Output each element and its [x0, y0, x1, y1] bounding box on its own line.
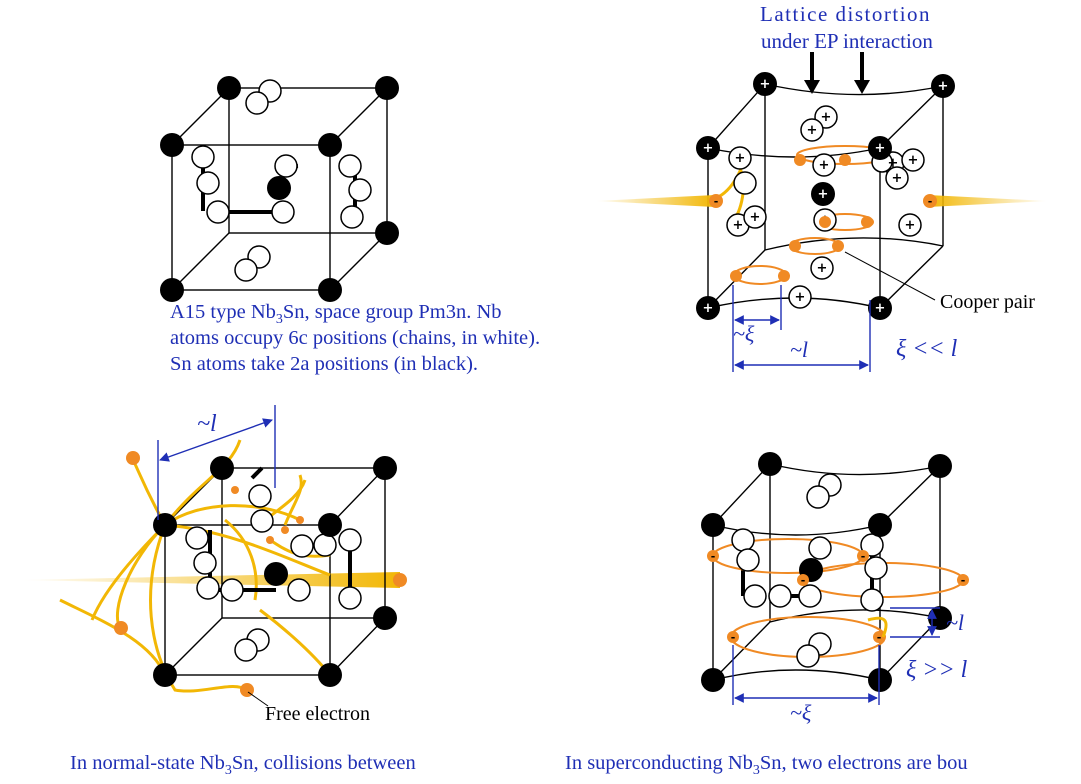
panel-a-caption-line2: atoms occupy 6c positions (chains, in wh…	[170, 327, 541, 349]
panel-a-a15-structure	[160, 76, 399, 302]
panel-b-xi-label: ~ξ	[733, 321, 755, 346]
distortion-arrows	[804, 52, 870, 94]
panel-d-superconducting: - - - - - -	[701, 452, 969, 705]
panel-d-relation-label: ξ >> l	[906, 657, 968, 683]
svg-text:-: -	[961, 574, 966, 587]
svg-text:-: -	[928, 195, 933, 208]
dimension-lines	[732, 285, 871, 372]
svg-text:+: +	[750, 210, 761, 225]
svg-text:+: +	[875, 141, 886, 156]
svg-text:+: +	[905, 218, 916, 233]
panel-a-caption-line1: A15 type Nb3Sn, space group Pm3n. Nb	[170, 299, 502, 333]
nb-atoms-white	[185, 484, 362, 662]
sn-atoms-black	[160, 76, 399, 302]
svg-text:+: +	[888, 156, 899, 171]
subscript: 3	[752, 763, 760, 779]
svg-text:+: +	[735, 151, 746, 166]
nb-atoms-white	[731, 473, 888, 668]
panel-c-caption: In normal-state Nb3Sn, collisions betwee…	[70, 750, 416, 784]
svg-text:+: +	[733, 218, 744, 233]
lattice-distortion-title-line1: Lattice distortion	[760, 2, 932, 26]
svg-text:+: +	[795, 290, 806, 305]
nb-atoms-white	[191, 79, 372, 282]
caption-prefix: In normal-state Nb	[70, 752, 225, 774]
caption-suffix: Sn, two electrons are bou	[759, 752, 968, 774]
panel-b-relation-label: ξ << l	[896, 336, 958, 362]
electron-minus-signs: - - - - - -	[711, 550, 966, 644]
panel-b-l-label: ~l	[790, 337, 809, 362]
panel-c-l-label: ~l	[197, 411, 217, 437]
panel-d-l-label: ~l	[946, 610, 965, 635]
sn-ions-black	[696, 72, 955, 320]
svg-text:-: -	[877, 631, 882, 644]
svg-text:+: +	[703, 301, 714, 316]
cooper-pair-pointer	[844, 251, 936, 301]
svg-text:+: +	[938, 79, 949, 94]
svg-text:+: +	[821, 110, 832, 125]
svg-text:+: +	[908, 153, 919, 168]
svg-text:+: +	[892, 171, 903, 186]
free-electrons	[114, 451, 407, 697]
paired-electrons	[707, 550, 969, 643]
unit-cell-frame	[171, 87, 388, 291]
electron-minus-signs: - -	[714, 195, 933, 208]
svg-text:-: -	[731, 631, 736, 644]
panel-d-caption: In superconducting Nb3Sn, two electrons …	[565, 750, 968, 784]
nb-ions-white	[726, 105, 925, 309]
gold-trail	[867, 616, 888, 638]
dimension-lines	[732, 607, 940, 705]
caption-suffix: Sn, collisions between	[231, 752, 416, 774]
mean-free-path-arrow	[157, 405, 276, 520]
free-electron-label: Free electron	[265, 703, 370, 725]
svg-text:+: +	[817, 261, 828, 276]
svg-text:-: -	[801, 574, 806, 587]
svg-text:+: +	[875, 301, 886, 316]
caption-prefix: In superconducting Nb	[565, 752, 753, 774]
caption-prefix: A15 type Nb	[170, 301, 276, 323]
svg-text:-: -	[861, 550, 866, 563]
lattice-distortion-title-line2: under EP interaction	[761, 29, 933, 53]
electrons	[709, 154, 937, 282]
svg-text:+: +	[819, 158, 830, 173]
svg-text:-: -	[714, 195, 719, 208]
cooper-pair-label: Cooper pair	[940, 291, 1035, 313]
svg-text:+: +	[807, 123, 818, 138]
panel-c-normal-state: Free electron	[20, 405, 407, 725]
unit-cell-frame	[164, 467, 386, 676]
caption-suffix: Sn, space group Pm3n. Nb	[282, 301, 502, 323]
panel-a-caption-line3: Sn atoms take 2a positions (in black).	[170, 353, 479, 375]
free-electron-pointer	[247, 691, 269, 707]
subscript: 3	[224, 763, 232, 779]
svg-text:+: +	[760, 77, 771, 92]
sn-atoms-black	[153, 456, 397, 687]
panel-b-cooper-pair: + + + + + + + + + + + + + + + + + + + +	[595, 52, 1048, 372]
panel-d-xi-label: ~ξ	[790, 700, 812, 725]
svg-text:+: +	[703, 141, 714, 156]
subscript: 3	[275, 312, 283, 328]
svg-text:+: +	[818, 187, 829, 202]
svg-text:-: -	[711, 550, 716, 563]
distorted-cell-frame	[707, 83, 944, 309]
